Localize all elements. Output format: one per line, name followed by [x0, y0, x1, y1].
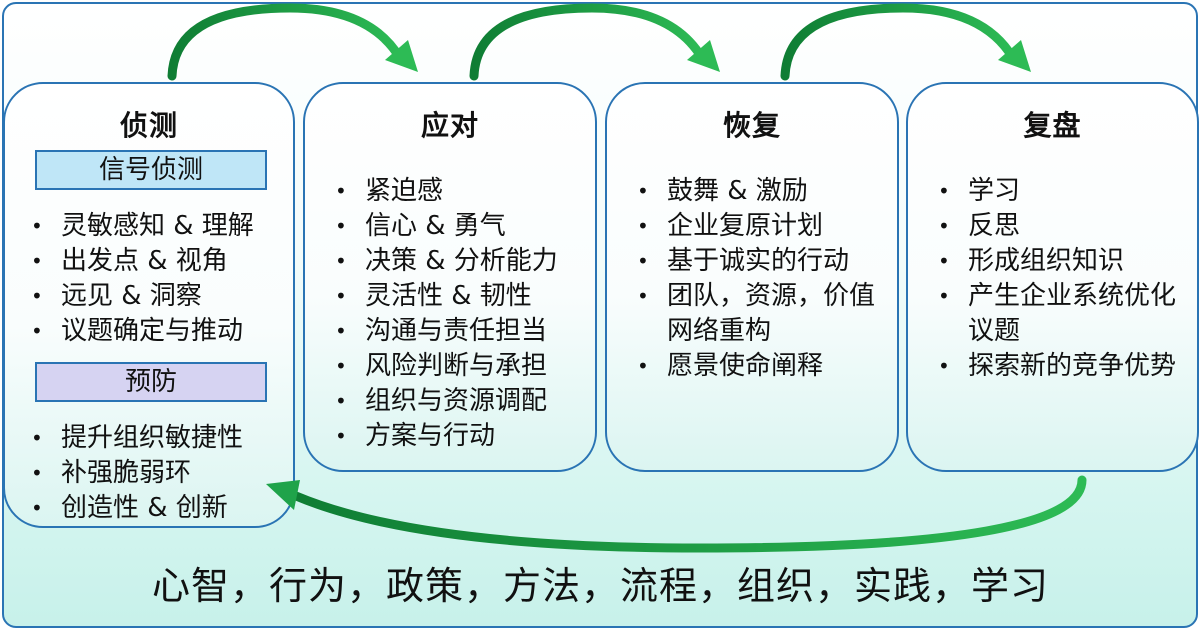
list-item: 紧迫感 [335, 174, 597, 209]
panel-respond: 应对 紧迫感 信心 & 勇气 决策 & 分析能力 灵活性 & 韧性 沟通与责任担… [303, 82, 597, 472]
list-item: 决策 & 分析能力 [335, 244, 597, 279]
list-item: 反思 [938, 209, 1178, 244]
footer-keywords: 心智，行为，政策，方法，流程，组织，实践，学习 [151, 564, 1049, 608]
recover-list: 鼓舞 & 激励 企业复原计划 基于诚实的行动 团队，资源，价值网络重构 愿景使命… [637, 174, 877, 384]
respond-list: 紧迫感 信心 & 勇气 决策 & 分析能力 灵活性 & 韧性 沟通与责任担当 风… [335, 174, 597, 454]
list-item: 信心 & 勇气 [335, 209, 597, 244]
panel-review: 复盘 学习 反思 形成组织知识 产生企业系统优化议题 探索新的竞争优势 [906, 82, 1199, 472]
panel-title-respond: 应对 [420, 109, 479, 142]
list-item: 议题确定与推动 [31, 314, 293, 349]
list-item: 沟通与责任担当 [335, 314, 597, 349]
panel-title-detect: 侦测 [119, 109, 178, 142]
list-item: 组织与资源调配 [335, 384, 597, 419]
signal-detection-header: 信号侦测 [35, 150, 267, 190]
panel-title-review: 复盘 [1023, 109, 1082, 142]
list-item: 方案与行动 [335, 419, 597, 454]
list-item: 产生企业系统优化议题 [938, 279, 1178, 349]
list-item: 创造性 & 创新 [31, 491, 293, 526]
list-item: 学习 [938, 174, 1178, 209]
list-item: 远见 & 洞察 [31, 279, 293, 314]
list-item: 形成组织知识 [938, 244, 1178, 279]
review-list: 学习 反思 形成组织知识 产生企业系统优化议题 探索新的竞争优势 [938, 174, 1178, 384]
list-item: 鼓舞 & 激励 [637, 174, 877, 209]
panel-detect: 侦测 信号侦测 灵敏感知 & 理解 出发点 & 视角 远见 & 洞察 议题确定与… [3, 82, 295, 528]
list-item: 企业复原计划 [637, 209, 877, 244]
list-item: 探索新的竞争优势 [938, 349, 1178, 384]
panel-recover: 恢复 鼓舞 & 激励 企业复原计划 基于诚实的行动 团队，资源，价值网络重构 愿… [605, 82, 899, 472]
panel-title-recover: 恢复 [722, 109, 781, 142]
signal-detection-list: 灵敏感知 & 理解 出发点 & 视角 远见 & 洞察 议题确定与推动 [31, 209, 293, 349]
list-item: 基于诚实的行动 [637, 244, 877, 279]
list-item: 补强脆弱环 [31, 456, 293, 491]
list-item: 愿景使命阐释 [637, 349, 877, 384]
prevention-list: 提升组织敏捷性 补强脆弱环 创造性 & 创新 [31, 421, 293, 526]
list-item: 灵敏感知 & 理解 [31, 209, 293, 244]
list-item: 风险判断与承担 [335, 349, 597, 384]
prevention-header: 预防 [35, 362, 267, 402]
list-item: 灵活性 & 韧性 [335, 279, 597, 314]
list-item: 团队，资源，价值网络重构 [637, 279, 877, 349]
list-item: 提升组织敏捷性 [31, 421, 293, 456]
list-item: 出发点 & 视角 [31, 244, 293, 279]
